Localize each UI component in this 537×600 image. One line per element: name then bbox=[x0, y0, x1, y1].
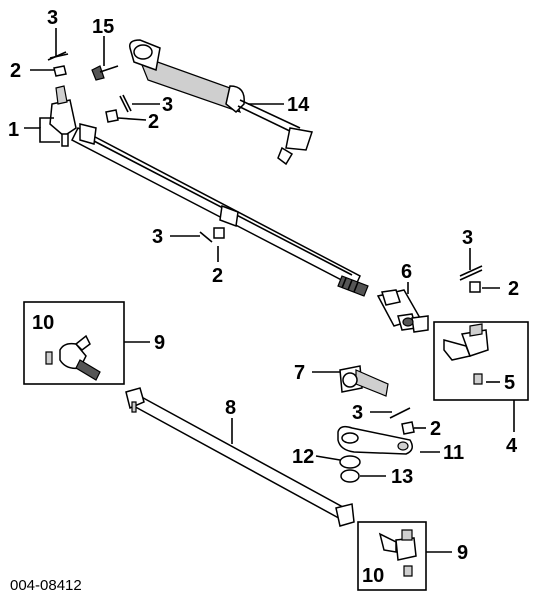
tie-rod-end-left bbox=[45, 334, 101, 381]
steering-damper bbox=[128, 39, 313, 166]
callout-3-right: 3 bbox=[462, 227, 473, 249]
box-9-left bbox=[23, 301, 125, 385]
callout-10-bottom: 10 bbox=[362, 565, 384, 587]
diagram-code: 004-08412 bbox=[10, 577, 82, 594]
tie-rod-end-right bbox=[443, 323, 489, 385]
callout-12: 12 bbox=[292, 446, 314, 468]
callout-9-bottom: 9 bbox=[457, 542, 468, 564]
callout-3-lower: 3 bbox=[352, 402, 363, 424]
callout-7: 7 bbox=[294, 362, 305, 384]
callout-14: 14 bbox=[287, 94, 310, 116]
callout-11: 11 bbox=[443, 442, 464, 464]
leader-lines bbox=[24, 28, 515, 553]
callout-2-top: 2 bbox=[10, 60, 21, 82]
callout-15: 15 bbox=[92, 16, 114, 38]
adjusting-sleeve bbox=[376, 289, 429, 333]
callout-1: 1 bbox=[8, 119, 19, 141]
pitman-arm bbox=[337, 407, 415, 483]
callout-6: 6 bbox=[401, 261, 412, 283]
callout-2-right: 2 bbox=[508, 278, 519, 300]
hardware-parts bbox=[47, 51, 483, 293]
callout-5: 5 bbox=[504, 372, 515, 394]
callout-13: 13 bbox=[391, 466, 413, 488]
box-9-bottom bbox=[357, 521, 427, 591]
callout-4: 4 bbox=[506, 435, 518, 457]
tie-rod bbox=[125, 387, 355, 527]
box-4-right bbox=[433, 321, 529, 401]
callout-10-left: 10 bbox=[32, 312, 54, 334]
center-link bbox=[49, 85, 369, 297]
callout-3-upper: 3 bbox=[162, 94, 173, 116]
callout-8: 8 bbox=[225, 397, 236, 419]
callout-3-top: 3 bbox=[47, 7, 58, 29]
callout-2-middle: 2 bbox=[212, 265, 223, 287]
steering-arm bbox=[339, 365, 389, 397]
callout-2-upper: 2 bbox=[148, 111, 159, 133]
callout-2-lower: 2 bbox=[430, 418, 441, 440]
callout-3-middle: 3 bbox=[152, 226, 163, 248]
callout-9-left: 9 bbox=[154, 332, 165, 354]
tie-rod-end-bottom bbox=[378, 529, 417, 577]
